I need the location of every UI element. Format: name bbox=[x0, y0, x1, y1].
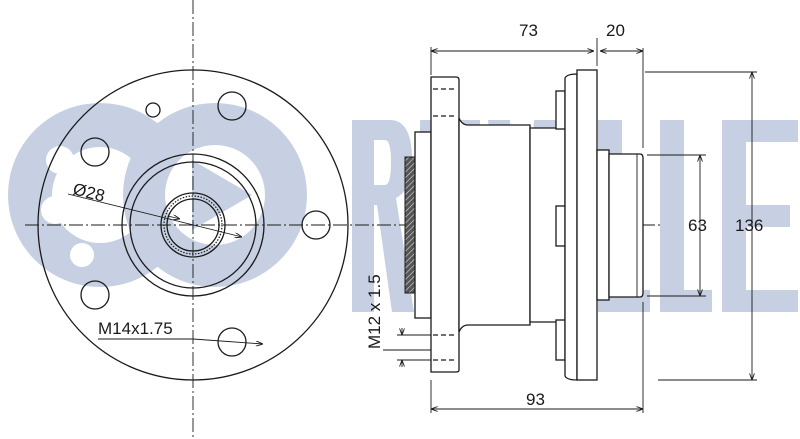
front-view: Ø28 M14x1.75 bbox=[25, 0, 660, 439]
stud-hole bbox=[217, 327, 247, 357]
hub-body bbox=[458, 117, 531, 333]
bearing-flange bbox=[576, 69, 598, 381]
pilot bbox=[608, 153, 644, 298]
pilot-step bbox=[596, 149, 610, 301]
dim-63: 63 bbox=[688, 216, 707, 235]
inner-hub bbox=[414, 131, 432, 319]
stud-thread-leader bbox=[192, 338, 263, 344]
stud-thread-label: M14x1.75 bbox=[98, 319, 173, 338]
dim-136: 136 bbox=[735, 216, 763, 235]
stud-hole bbox=[217, 91, 247, 121]
thread-label: M12 x 1.5 bbox=[365, 274, 384, 349]
bearing-flange-chamfer bbox=[564, 73, 578, 381]
bore-dimension-leader bbox=[67, 193, 242, 237]
dim-73: 73 bbox=[519, 21, 538, 40]
bearing-lip-center bbox=[555, 205, 566, 247]
dim-93: 93 bbox=[526, 390, 545, 409]
stud-hole bbox=[80, 280, 110, 310]
bearing-lip-top bbox=[555, 90, 566, 130]
stud-hole bbox=[80, 137, 110, 167]
bearing-lip-bottom bbox=[555, 319, 566, 361]
dim-20: 20 bbox=[606, 21, 625, 40]
seal-ring bbox=[404, 156, 416, 294]
side-view: 73 20 93 63 136 M12 x 1.5 bbox=[365, 21, 763, 413]
ruville-watermark-logo bbox=[8, 103, 798, 315]
small-hole bbox=[145, 102, 161, 118]
wheel-flange bbox=[430, 76, 460, 373]
